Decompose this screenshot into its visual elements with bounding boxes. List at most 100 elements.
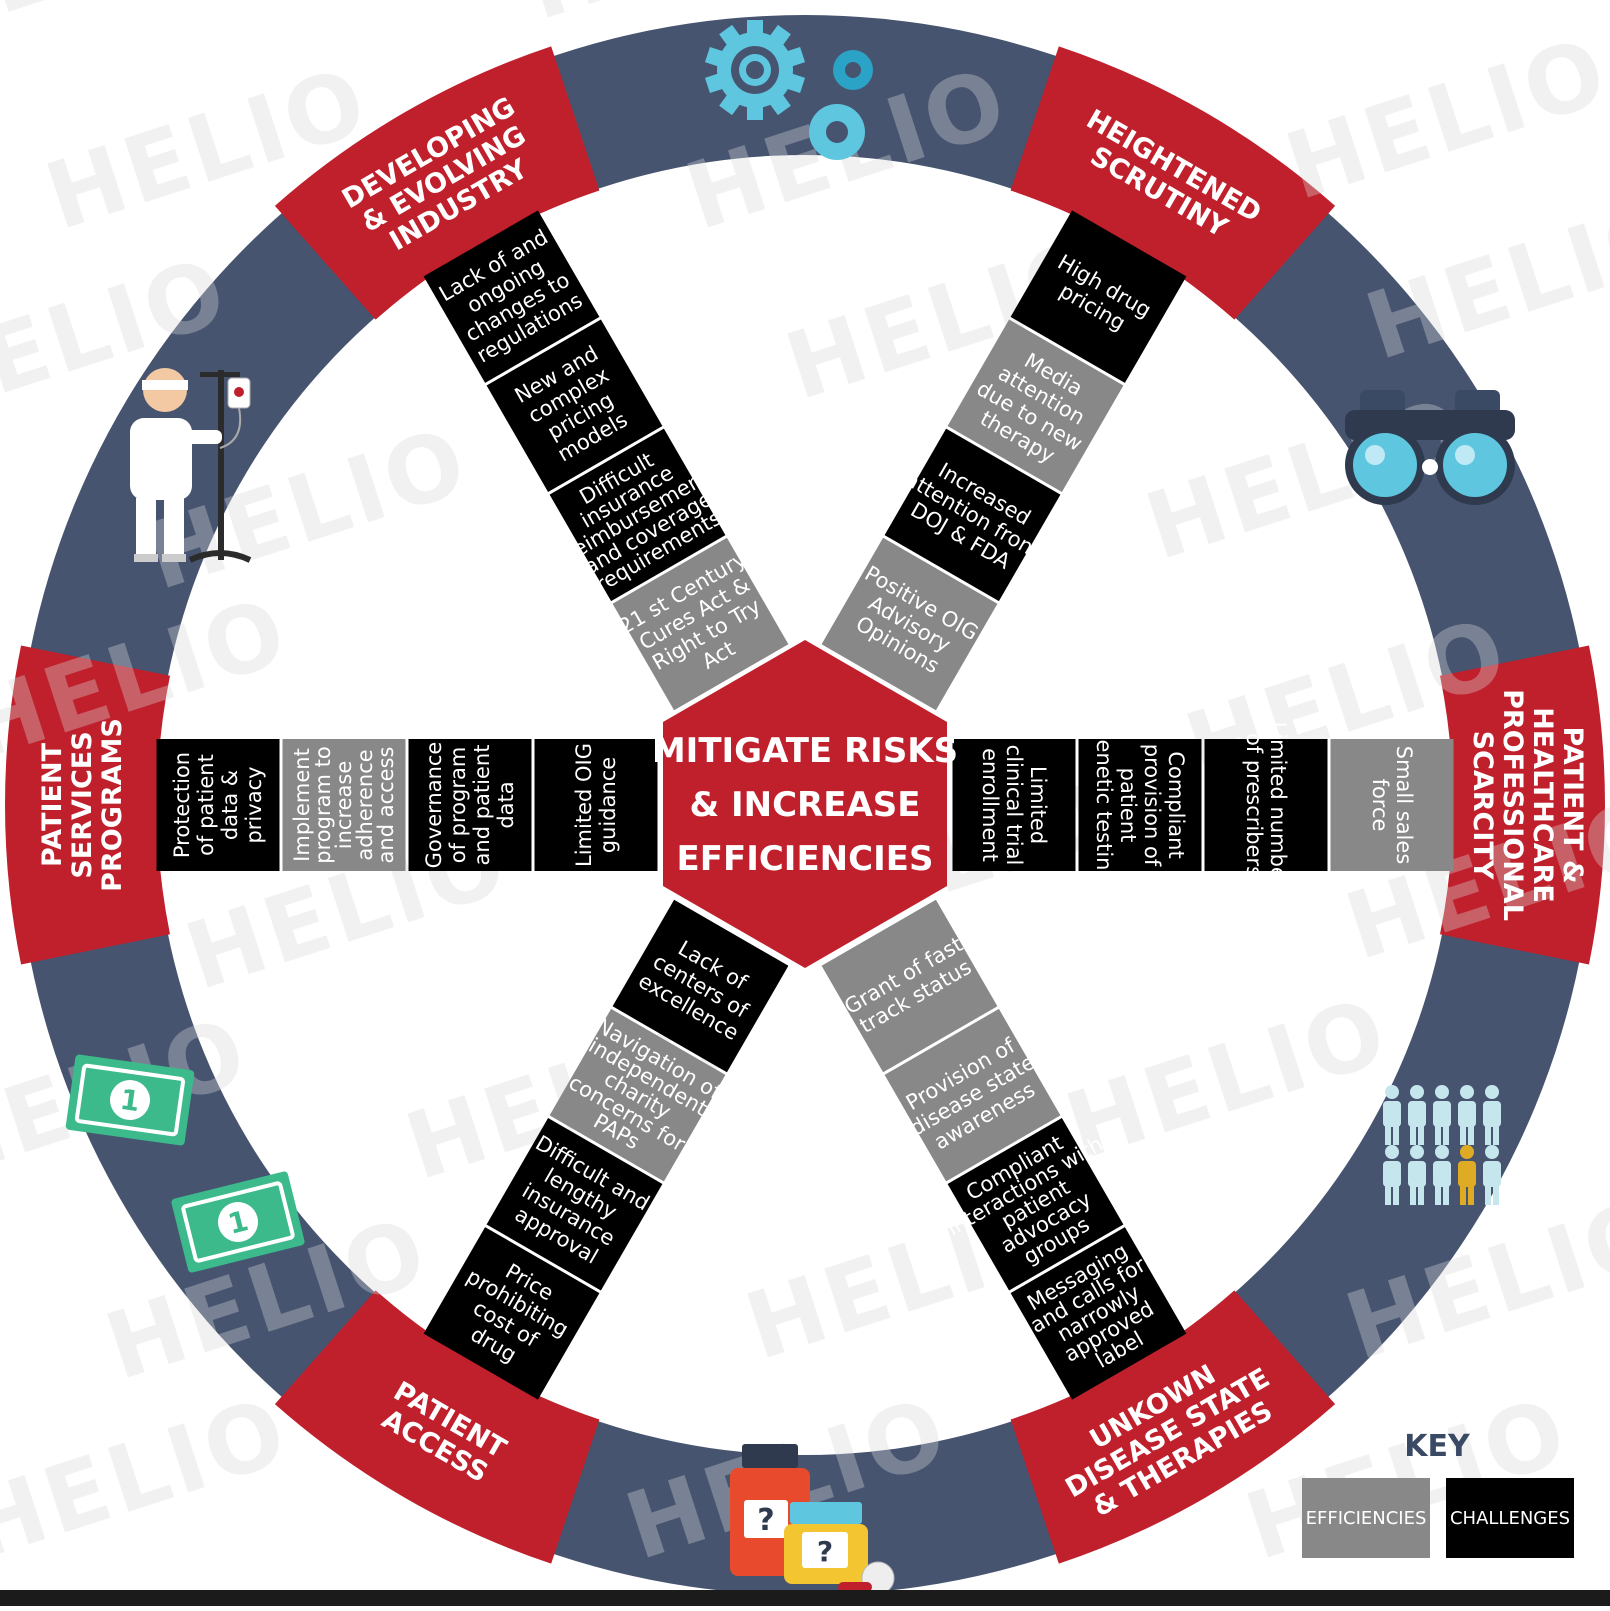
spoke-box-line: Limited number (1266, 722, 1290, 889)
spoke-box-line: clinical trial (1002, 745, 1026, 866)
rim-segment-scrutiny (1010, 46, 1336, 320)
spoke-box-line: Compliant (1164, 751, 1188, 858)
challenge-box (486, 1117, 663, 1291)
spoke-box-line: force (1368, 779, 1392, 832)
challenge-box (534, 739, 658, 871)
hub: MITIGATE RISKS & INCREASE EFFICIENCIES (652, 640, 958, 968)
hub-hexagon (663, 640, 947, 968)
spoke-box-line: privacy (242, 766, 266, 843)
patient-iv-icon (130, 368, 252, 563)
efficiency-box (549, 1008, 726, 1182)
money-icon: 1 1 (65, 1054, 305, 1273)
spoke-box-line: and access (374, 747, 398, 864)
spoke-box-line: Small sales (1392, 746, 1416, 865)
watermark-text: HELIO (1354, 177, 1610, 381)
segment-label-line: HEALTHCARE (1527, 707, 1558, 903)
person-icon (1383, 1145, 1401, 1205)
segment-label-line: PATIENT & (1557, 727, 1588, 884)
hub-line-1: MITIGATE RISKS (652, 731, 958, 771)
person-icon (1433, 1145, 1451, 1205)
efficiency-box (821, 899, 998, 1073)
segment-label-line: PROGRAMS (97, 718, 128, 892)
spoke-box-line: provision of (1140, 744, 1164, 867)
footer-bar (0, 1590, 1610, 1606)
segment-label-line: PATIENT (37, 742, 68, 867)
person-icon (1458, 1085, 1476, 1145)
rim-segment-services (5, 645, 171, 965)
gears-icon (704, 20, 873, 160)
efficiency-box (612, 537, 789, 711)
challenge-box (486, 319, 663, 493)
rim-segment-developing (274, 46, 600, 320)
efficiency-box (282, 739, 406, 871)
challenge-box (947, 1117, 1124, 1291)
efficiency-box (1330, 739, 1454, 871)
spoke-box-line: Limited OIG (572, 743, 596, 867)
person-icon (1433, 1085, 1451, 1145)
svg-text:?: ? (757, 1503, 774, 1538)
spoke-box-line: Implement (290, 748, 314, 862)
challenge-box (884, 428, 1061, 602)
efficiency-box (821, 537, 998, 711)
person-icon (1458, 1145, 1476, 1205)
medicine-bottles-icon: ? ? (730, 1444, 895, 1595)
spoke-box-line: adherence (353, 749, 377, 860)
person-icon (1483, 1145, 1501, 1205)
spoke-box-line: and patient (470, 745, 494, 866)
challenge-box (549, 428, 726, 602)
spoke-box-line: of program (446, 747, 470, 864)
person-icon (1483, 1085, 1501, 1145)
spoke-box-line: program to (311, 746, 335, 863)
svg-text:1: 1 (118, 1083, 142, 1118)
spoke-box-line: Protection (170, 752, 194, 858)
hub-line-2: & INCREASE (690, 785, 921, 825)
key-efficiencies-label: EFFICIENCIES (1306, 1508, 1427, 1529)
spoke-box-line: patient (1116, 768, 1140, 843)
legend-key: KEY EFFICIENCIES CHALLENGES (1302, 1429, 1574, 1558)
challenge-box (408, 739, 532, 871)
person-icon (1408, 1085, 1426, 1145)
spoke-box-line: Governance (422, 742, 446, 869)
challenge-box (952, 739, 1076, 871)
spoke-box-line: data (494, 781, 518, 828)
challenge-box (612, 899, 789, 1073)
spoke-box-line: genetic testing (1092, 726, 1116, 884)
key-challenges-label: CHALLENGES (1450, 1508, 1570, 1529)
challenge-box (423, 1227, 600, 1400)
challenge-box (1010, 210, 1187, 383)
challenge-box (1010, 1227, 1187, 1400)
efficiency-box (947, 319, 1124, 493)
rim-segment-access (274, 1290, 600, 1564)
person-icon (1408, 1145, 1426, 1205)
efficiency-box (884, 1008, 1061, 1182)
watermark-text: HELIO (1274, 17, 1610, 221)
segment-label-line: SCARCITY (1467, 731, 1498, 880)
challenge-box (1078, 739, 1202, 871)
watermark-text: HELIO (0, 0, 182, 81)
key-challenges-swatch (1446, 1478, 1574, 1558)
people-crowd-icon (1383, 1085, 1501, 1205)
